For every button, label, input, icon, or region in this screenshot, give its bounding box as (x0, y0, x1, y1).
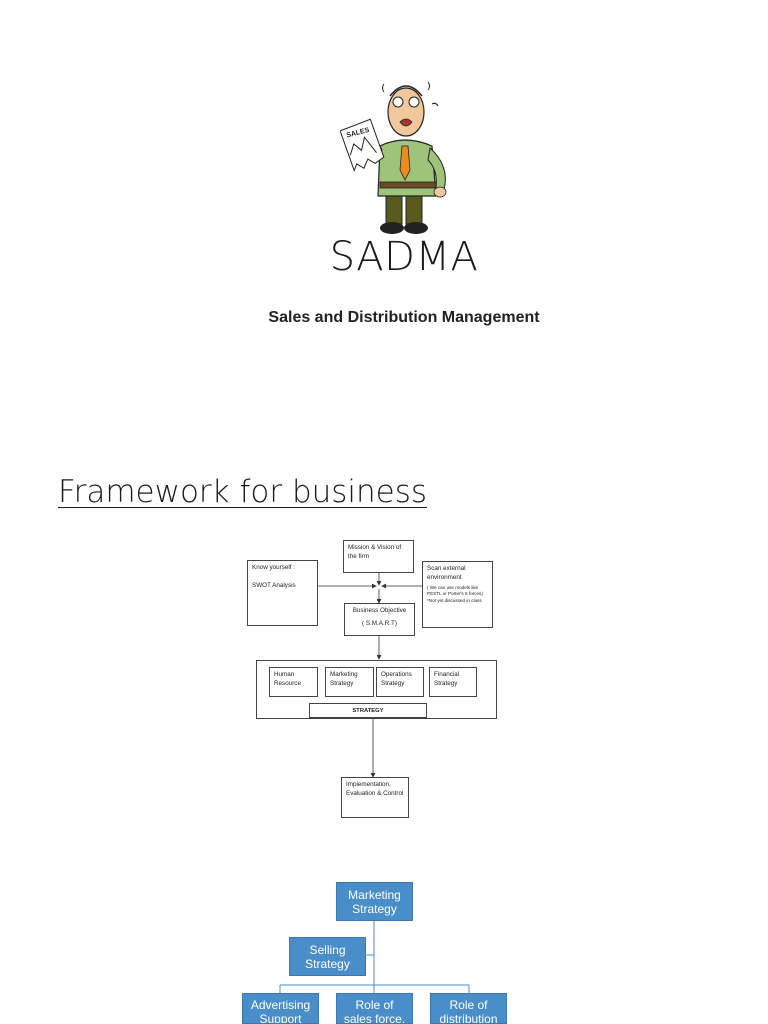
hierarchy-sales-force-label: Role of sales force. (343, 998, 406, 1024)
hierarchy-selling-strategy-box: Selling Strategy (289, 937, 366, 976)
hierarchy-advertising-support-label: Advertising Support (250, 998, 311, 1024)
operations-strategy-label: Operations Strategy (381, 671, 412, 688)
hierarchy-distribution-box: Role of distribution (430, 993, 507, 1024)
scan-note-not-discussed: *Not yet discussed in class (427, 597, 482, 603)
know-yourself-label: Know yourself : (252, 564, 296, 571)
hierarchy-selling-strategy-label: Selling Strategy (305, 942, 350, 971)
scan-note-models: ( We can use models like PESTL or Porter… (427, 585, 483, 597)
financial-strategy-label: Financial Strategy (434, 671, 460, 688)
section-heading: Framework for business (58, 474, 428, 510)
swot-label: SWOT Analysis (252, 582, 296, 590)
hierarchy-sales-force-box: Role of sales force. (336, 993, 413, 1024)
operations-strategy-box: Operations Strategy (376, 667, 424, 697)
hierarchy-marketing-strategy-box: Marketing Strategy (336, 882, 413, 921)
scan-environment-label: Scan external environment (427, 565, 466, 582)
business-objective-box: Business Objective ( S.M.A.R.T) (344, 603, 415, 636)
hierarchy-marketing-strategy-label: Marketing Strategy (348, 887, 401, 916)
business-objective-label: Business Objective (352, 607, 407, 614)
marketing-strategy-label: Marketing Strategy (330, 671, 358, 688)
implementation-label: Implementation, Evaluation & Control (346, 781, 404, 798)
financial-strategy-box: Financial Strategy (429, 667, 477, 697)
document-title: SADMA (329, 234, 479, 280)
mission-vision-label: Mission & Vision of the firm (348, 544, 402, 561)
smart-label: ( S.M.A.R.T) (362, 620, 397, 628)
hierarchy-advertising-support-box: Advertising Support (242, 993, 319, 1024)
strategy-bar: STRATEGY (309, 703, 427, 718)
strategy-label: STRATEGY (352, 708, 384, 714)
human-resource-box: Human Resource (269, 667, 318, 697)
salesman-illustration-icon: SALES (340, 81, 447, 234)
hierarchy-distribution-label: Role of distribution (439, 998, 498, 1024)
implementation-box: Implementation, Evaluation & Control (341, 777, 409, 818)
marketing-strategy-box: Marketing Strategy (325, 667, 374, 697)
mission-vision-box: Mission & Vision of the firm (343, 540, 414, 573)
human-resource-label: Human Resource (274, 671, 301, 688)
document-subtitle: Sales and Distribution Management (268, 309, 540, 326)
scan-environment-box: Scan external environment ( We can use m… (422, 561, 493, 628)
know-yourself-box: Know yourself : SWOT Analysis (247, 560, 318, 626)
